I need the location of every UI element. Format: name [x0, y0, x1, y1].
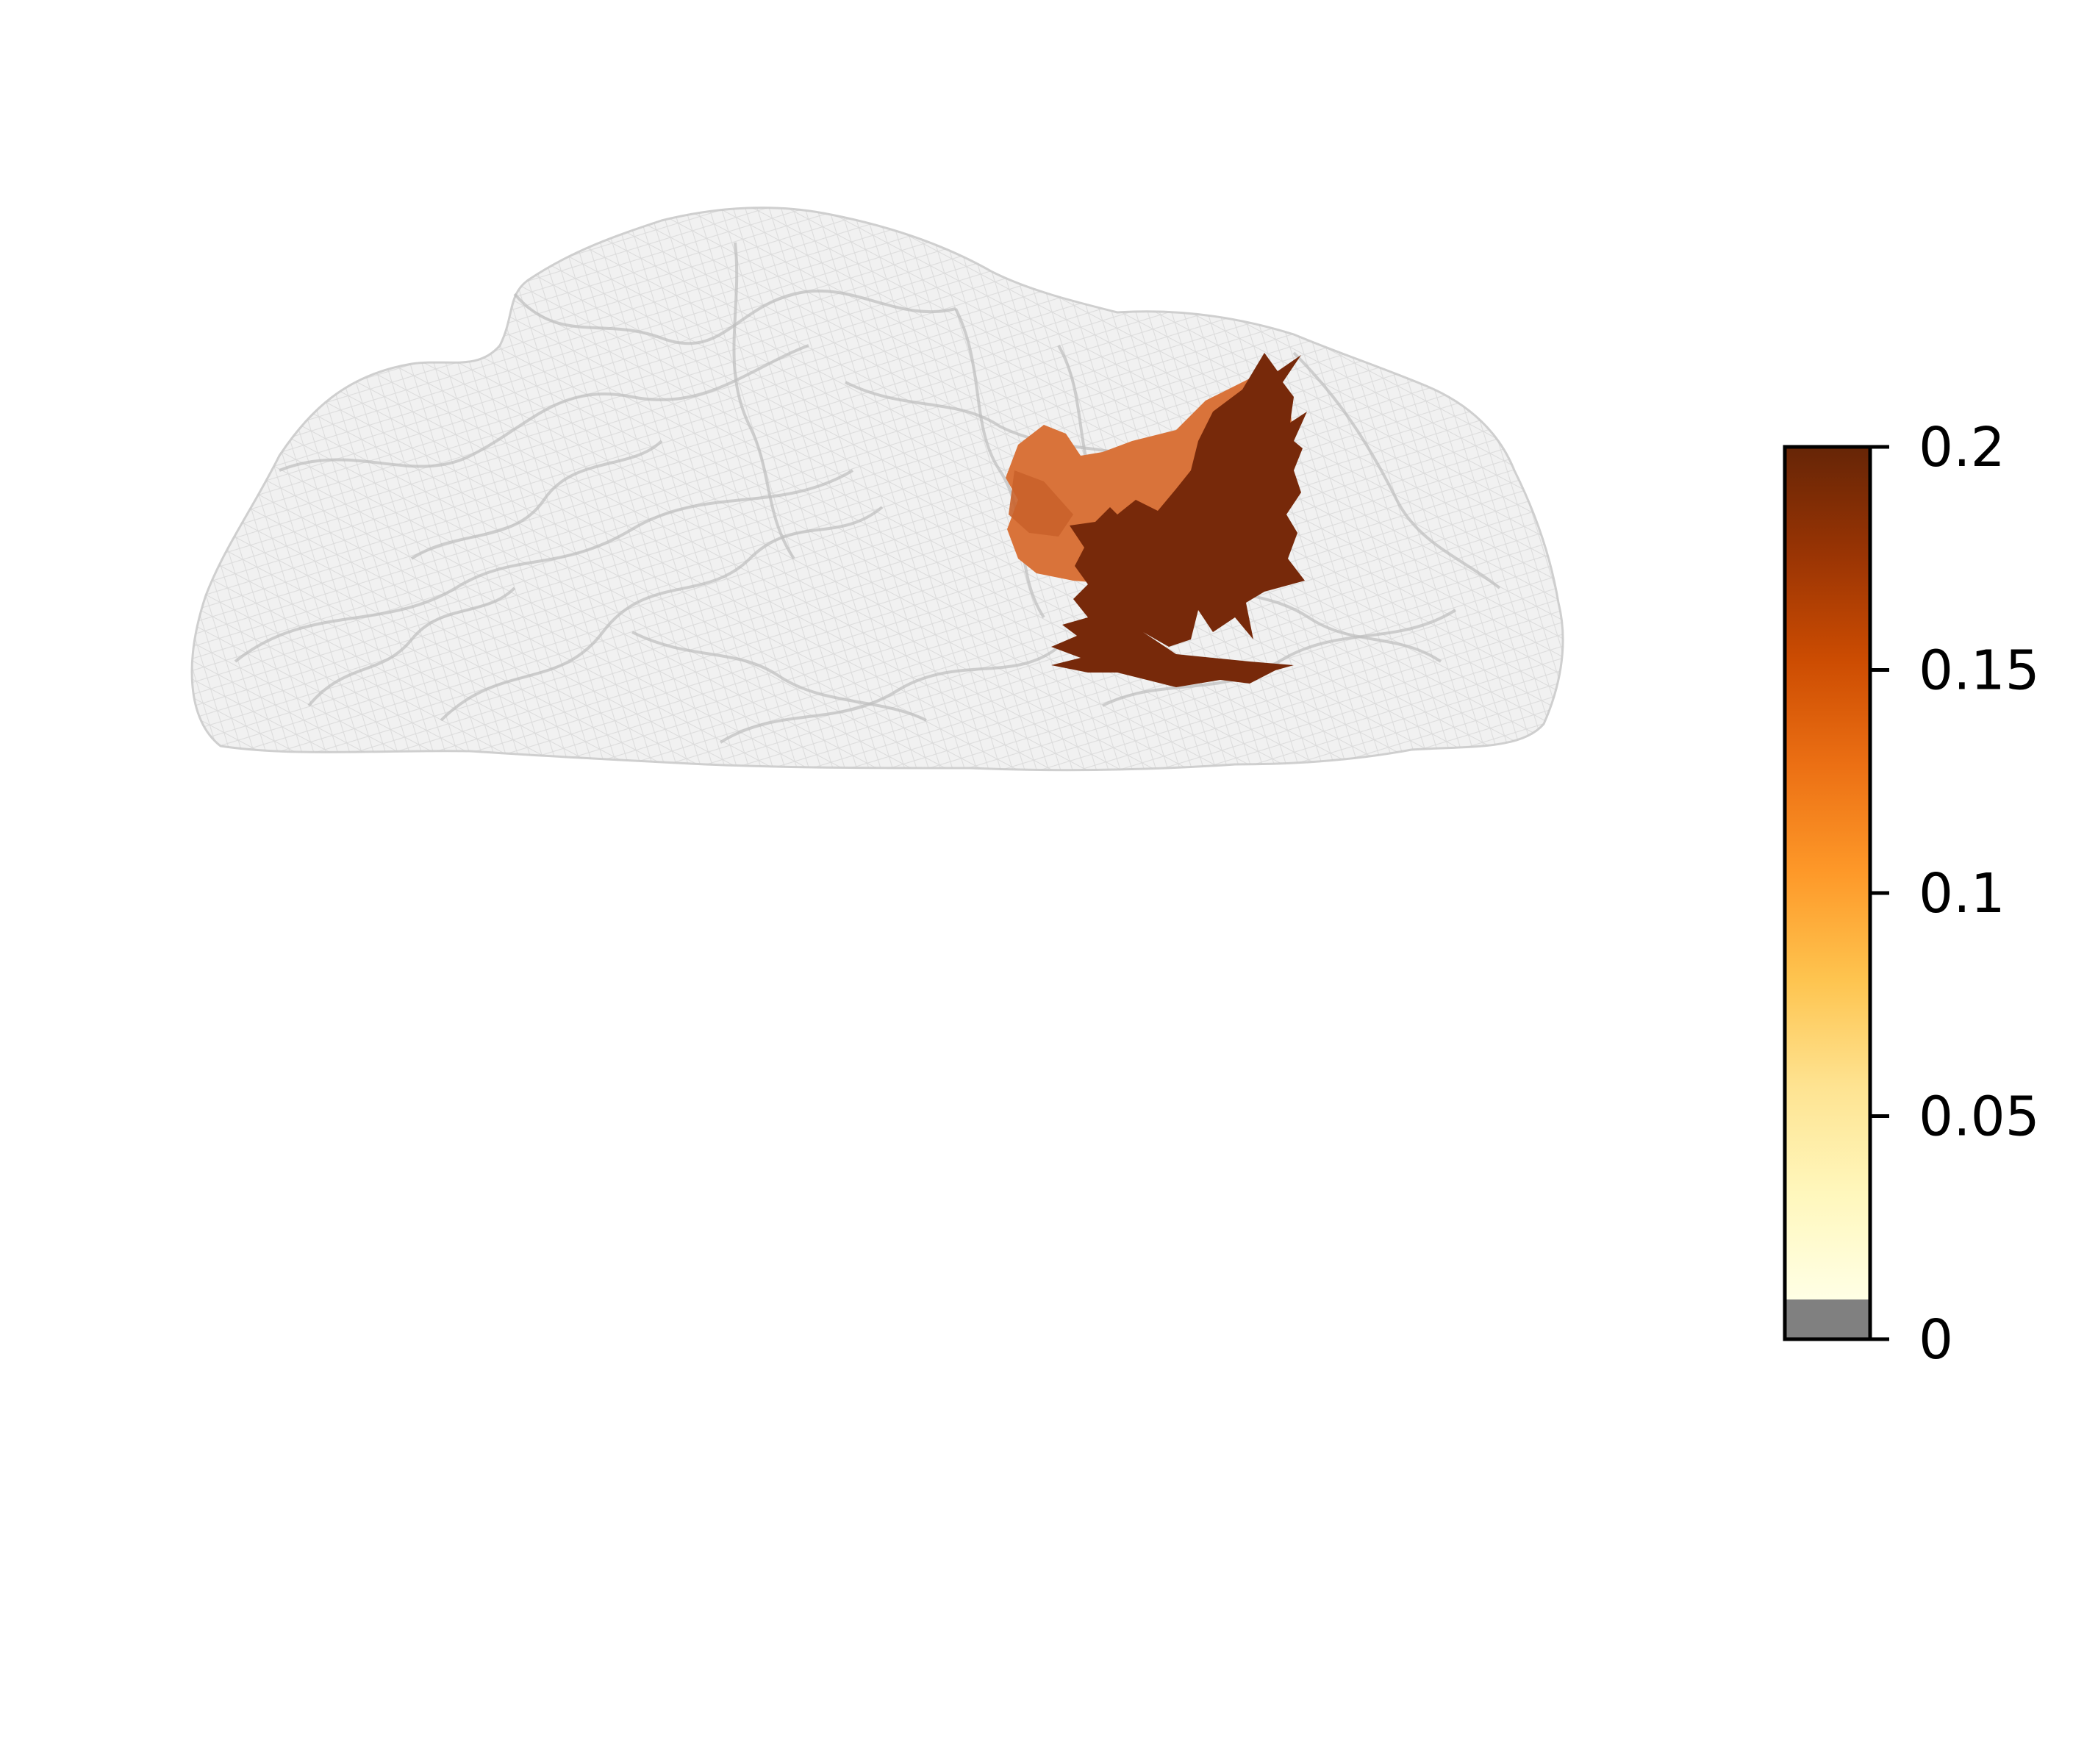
region-light	[1009, 470, 1073, 537]
region-dark	[1051, 353, 1307, 687]
brain-surface	[190, 207, 1564, 772]
colorbar-tick-label: 0.1	[1919, 862, 2005, 925]
colorbar-ticks: 0 0.05 0.1 0.15 0.2	[1870, 416, 2040, 1372]
colorbar: 0 0.05 0.1 0.15 0.2	[1783, 416, 2040, 1372]
colorbar-tick-label: 0.05	[1919, 1086, 2040, 1149]
colorbar-tick-label: 0	[1919, 1308, 1953, 1372]
colorbar-tick-label: 0.2	[1919, 416, 2005, 479]
colorbar-below-min-swatch	[1785, 1299, 1870, 1339]
colorbar-gradient	[1785, 447, 1870, 1299]
colorbar-tick-label: 0.15	[1919, 639, 2040, 703]
highlighted-region	[1006, 353, 1307, 687]
